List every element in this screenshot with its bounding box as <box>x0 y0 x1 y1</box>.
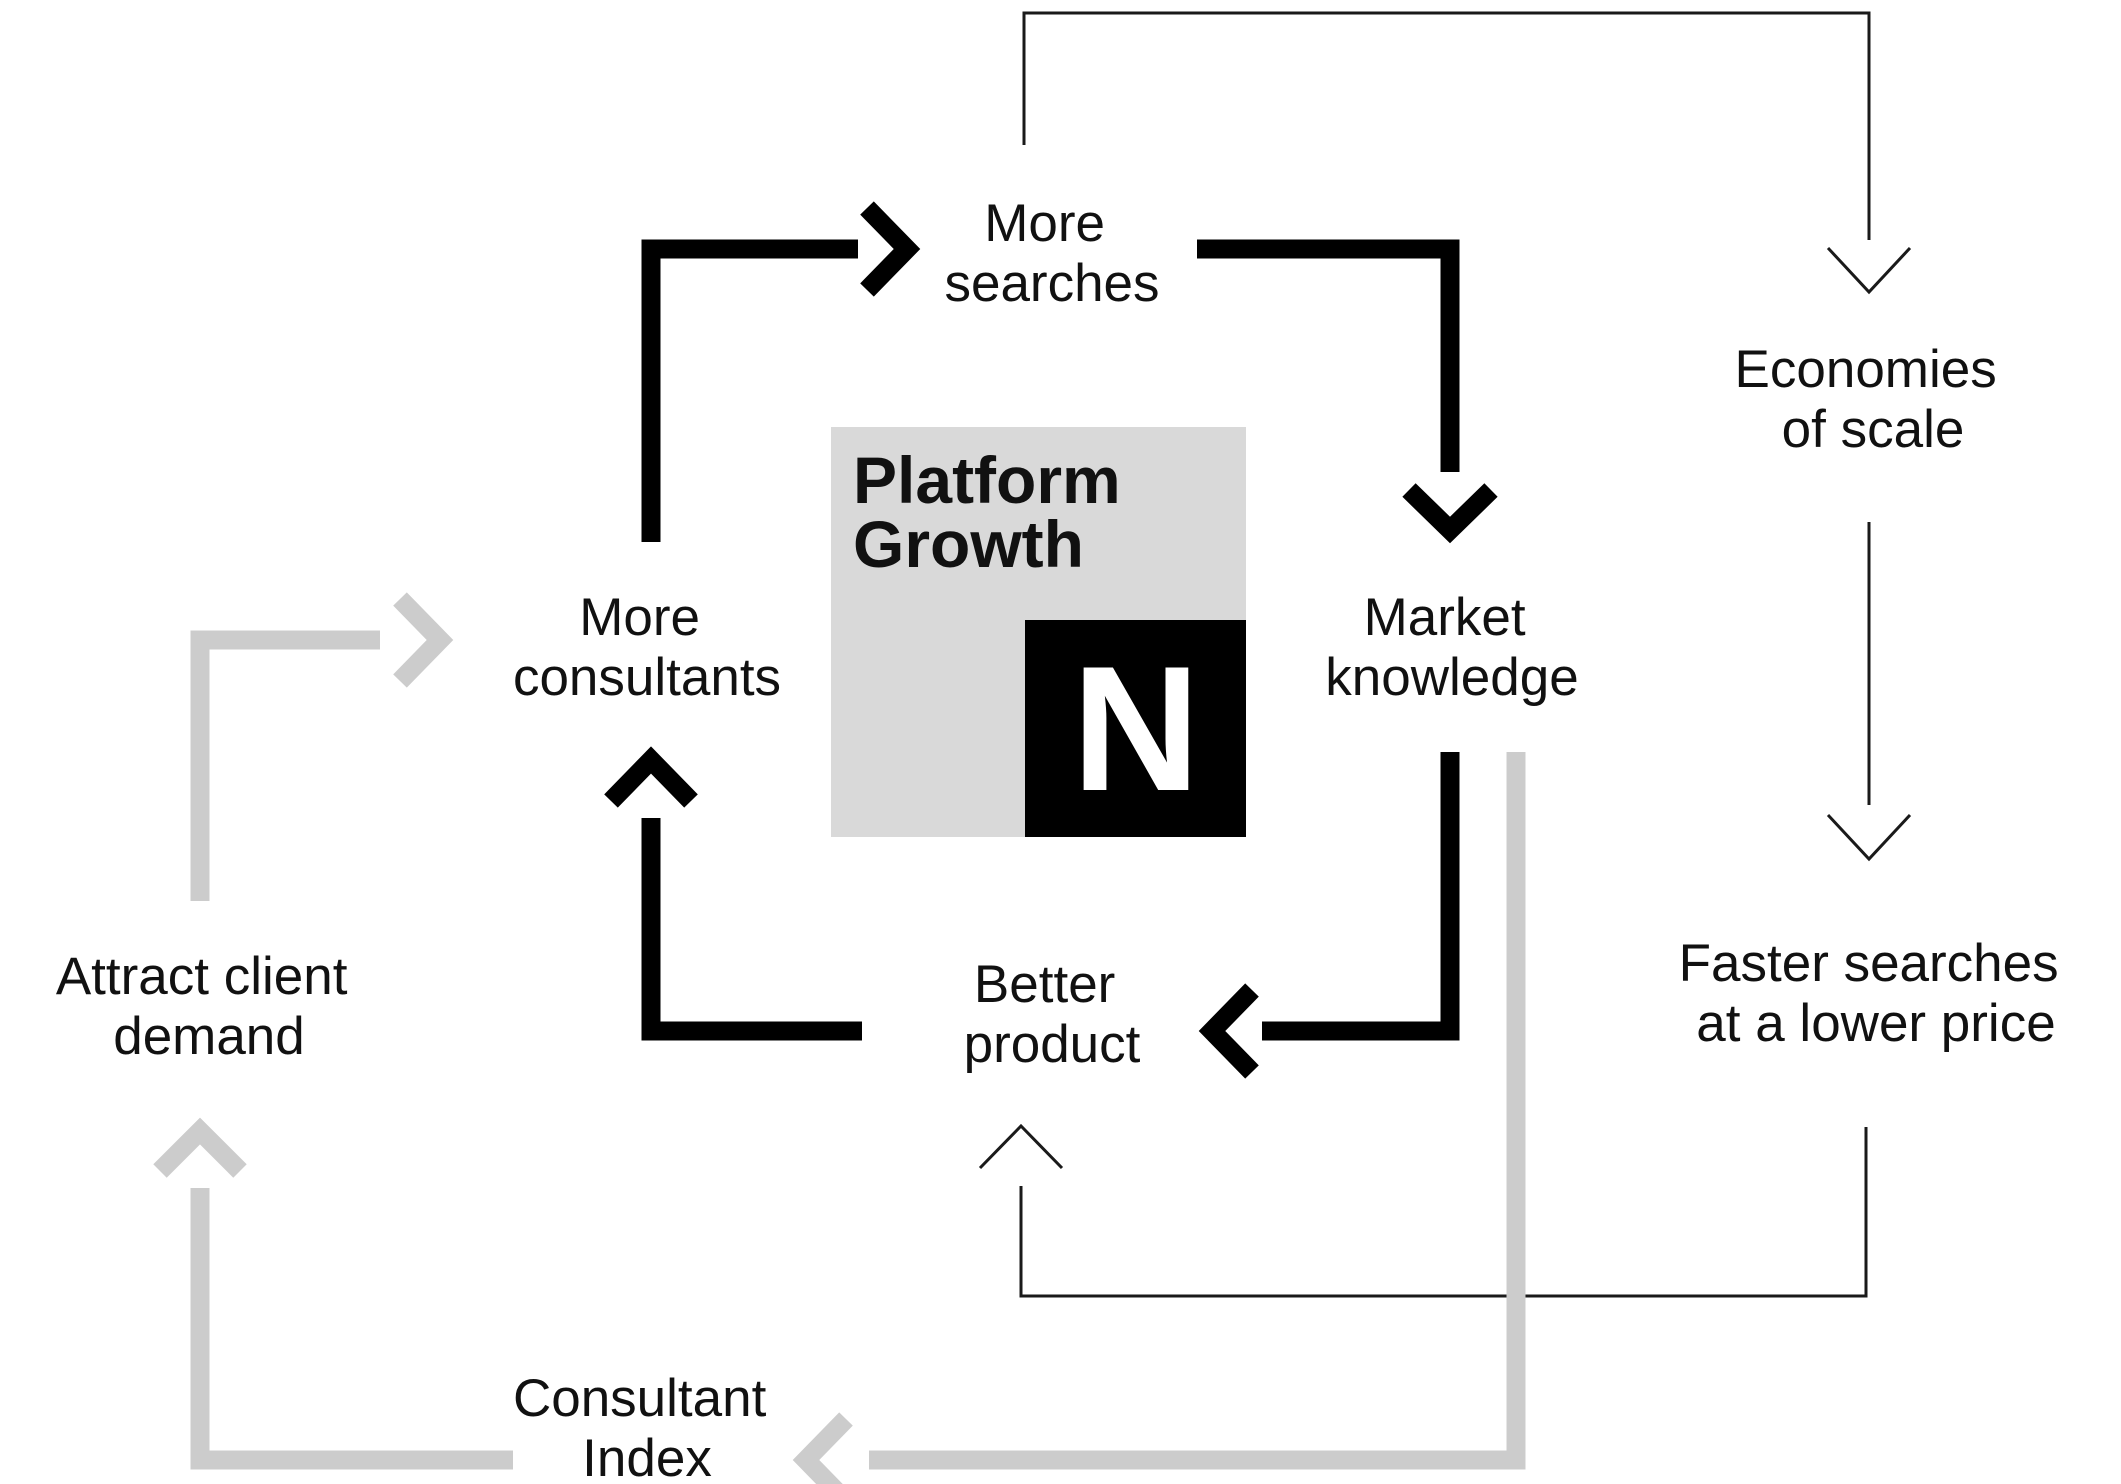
connector-faster-to-product <box>1019 1127 1868 1298</box>
arrowhead-right-searches-icon <box>860 201 921 297</box>
node-more-searches-line2: searches <box>944 254 1159 313</box>
economies-loop <box>978 11 1912 1298</box>
arrowhead-up-demand-icon <box>153 1117 247 1178</box>
node-economies-of-scale-line2: of scale <box>1782 400 1965 459</box>
connector-demand-to-consultants <box>190 630 380 901</box>
node-better-product: Better product <box>964 955 1141 1074</box>
node-economies-of-scale-line1: Economies <box>1735 340 1997 399</box>
client-demand-loop <box>153 592 1526 1484</box>
node-attract-client-demand: Attract client demand <box>56 947 362 1066</box>
arrowhead-down-faster-icon <box>1826 813 1912 862</box>
arrowhead-up-consultants-icon <box>604 746 698 808</box>
node-faster-searches: Faster searches at a lower price <box>1679 934 2074 1053</box>
node-more-searches-line1: More <box>984 194 1105 253</box>
connector-consultants-to-searches <box>641 239 858 542</box>
node-consultant-index-line1: Consultant <box>513 1369 767 1428</box>
center-panel: Platform Growth N <box>831 427 1246 837</box>
connector-knowledge-to-product <box>1262 752 1460 1041</box>
arrowhead-down-economies-icon <box>1826 246 1912 295</box>
center-title-line2: Growth <box>853 507 1084 581</box>
node-faster-searches-line1: Faster searches <box>1679 934 2059 993</box>
node-consultant-index-line2: Index <box>582 1429 712 1484</box>
node-better-product-line2: product <box>964 1015 1141 1074</box>
node-market-knowledge-line2: knowledge <box>1325 648 1578 707</box>
connector-searches-to-economies <box>1022 11 1871 240</box>
node-attract-client-demand-line1: Attract client <box>56 947 348 1006</box>
node-better-product-line1: Better <box>974 955 1115 1014</box>
connector-index-to-demand <box>190 1188 513 1470</box>
node-market-knowledge: Market knowledge <box>1325 588 1578 707</box>
arrowhead-up-product-icon <box>978 1123 1064 1170</box>
arrowhead-right-consultants-icon <box>393 592 454 688</box>
node-economies-of-scale: Economies of scale <box>1735 340 2012 459</box>
node-more-searches: More searches <box>944 194 1159 313</box>
node-more-consultants-line2: consultants <box>513 648 781 707</box>
connector-knowledge-to-index <box>869 752 1526 1470</box>
node-market-knowledge-line1: Market <box>1364 588 1526 647</box>
logo-box <box>1025 620 1246 837</box>
arrowhead-left-index-icon <box>792 1412 853 1484</box>
connector-product-to-consultants <box>641 818 862 1041</box>
node-consultant-index: Consultant Index <box>513 1369 781 1484</box>
arrowhead-down-knowledge-icon <box>1402 483 1498 544</box>
node-attract-client-demand-line2: demand <box>113 1007 305 1066</box>
logo-letter: N <box>1072 629 1201 828</box>
connector-searches-to-knowledge <box>1197 239 1460 472</box>
node-more-consultants: More consultants <box>513 588 781 707</box>
primary-growth-loop <box>604 201 1498 1079</box>
node-more-consultants-line1: More <box>579 588 700 647</box>
center-title-line1: Platform <box>853 443 1121 517</box>
node-faster-searches-line2: at a lower price <box>1696 994 2055 1053</box>
arrowhead-left-product-icon <box>1198 983 1259 1079</box>
